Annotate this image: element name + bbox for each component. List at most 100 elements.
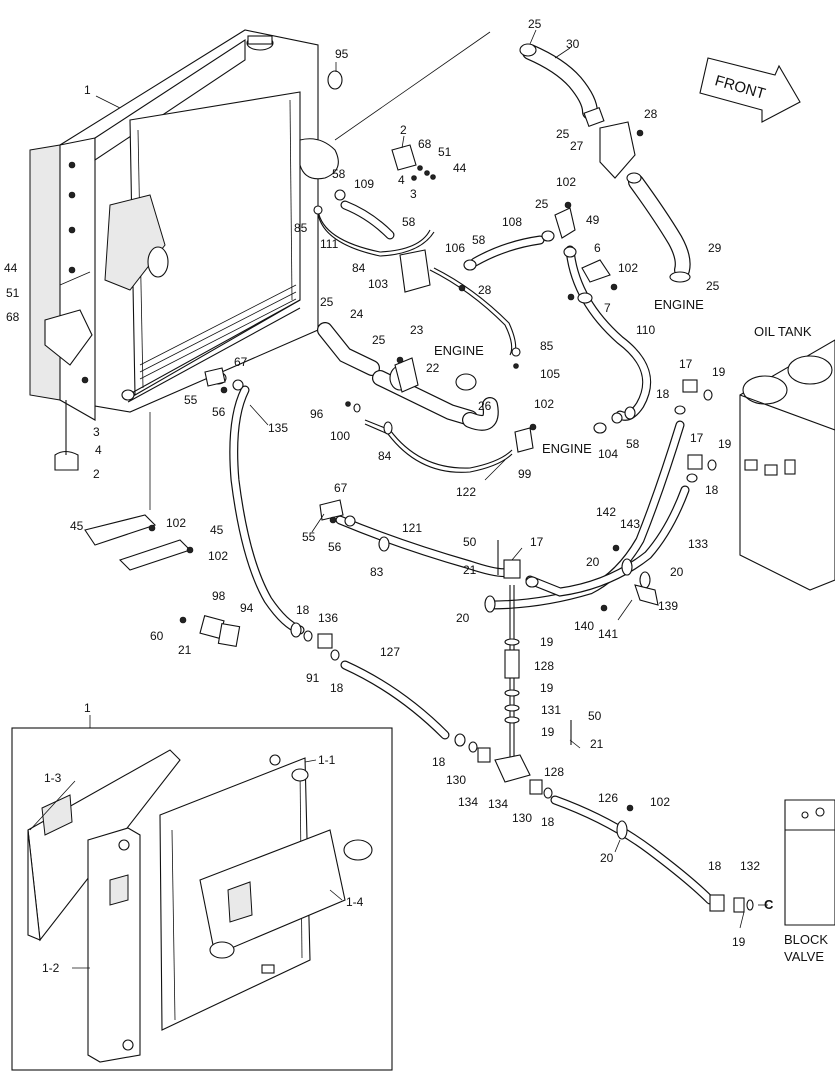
callout: 20 — [670, 565, 684, 579]
callout: 109 — [354, 177, 374, 191]
callout: 25 — [706, 279, 720, 293]
block-valve-label-line1: BLOCK — [784, 932, 828, 947]
callout: 18 — [708, 859, 722, 873]
callout: 128 — [534, 659, 554, 673]
callout: 4 — [398, 173, 405, 187]
callout: 134 — [458, 795, 478, 809]
callout: 130 — [512, 811, 532, 825]
callout: 19 — [541, 725, 555, 739]
callout: 126 — [598, 791, 618, 805]
callout: 20 — [586, 555, 600, 569]
callout: 25 — [535, 197, 549, 211]
callout: 132 — [740, 859, 760, 873]
callout: 102 — [166, 516, 186, 530]
callout: 100 — [330, 429, 350, 443]
callout: 136 — [318, 611, 338, 625]
callout: 56 — [328, 540, 342, 554]
callout: 105 — [540, 367, 560, 381]
callout: 19 — [540, 635, 554, 649]
callout: 108 — [502, 215, 522, 229]
callout: 19 — [540, 681, 554, 695]
callout: 22 — [426, 361, 440, 375]
callout: 94 — [240, 601, 254, 615]
callout: 110 — [636, 323, 655, 337]
front-arrow: FRONT — [699, 57, 801, 123]
callout: 45 — [210, 523, 224, 537]
callout: 85 — [294, 221, 308, 235]
oil-tank — [739, 339, 835, 591]
reference-c-label: C — [764, 897, 774, 912]
callout: 4 — [95, 443, 102, 457]
callout: 131 — [541, 703, 561, 717]
callout: 67 — [234, 355, 248, 369]
callout: 85 — [540, 339, 554, 353]
callout: 24 — [350, 307, 364, 321]
callout: 3 — [410, 187, 417, 201]
callout: 21 — [590, 737, 604, 751]
engine-label-top: ENGINE — [654, 297, 704, 312]
callout: 111 — [320, 237, 339, 251]
callout: 91 — [306, 671, 320, 685]
callout: 56 — [212, 405, 226, 419]
callout: 21 — [463, 563, 477, 577]
callout: 18 — [541, 815, 555, 829]
callout: 128 — [544, 765, 564, 779]
callout: 44 — [453, 161, 467, 175]
callout: 55 — [184, 393, 198, 407]
callout: 84 — [352, 261, 366, 275]
callout: 28 — [644, 107, 658, 121]
callout: 95 — [335, 47, 349, 61]
callout: 44 — [4, 261, 18, 275]
callout: 21 — [178, 643, 192, 657]
callout: 17 — [530, 535, 544, 549]
leader-lines — [29, 29, 768, 969]
callout: 58 — [472, 233, 486, 247]
engine-label-middle: ENGINE — [434, 343, 484, 358]
callout: 140 — [574, 619, 594, 633]
callout: 103 — [368, 277, 388, 291]
callout: 84 — [378, 449, 392, 463]
callout: 1-3 — [44, 771, 62, 785]
callout: 3 — [93, 425, 100, 439]
callout: 102 — [618, 261, 638, 275]
callout: 49 — [586, 213, 600, 227]
callout: 135 — [268, 421, 288, 435]
callout: 18 — [656, 387, 670, 401]
callout: 60 — [150, 629, 164, 643]
callout: 29 — [708, 241, 722, 255]
callout: 102 — [650, 795, 670, 809]
inset-component-breakdown — [11, 715, 393, 1071]
callout: 139 — [658, 599, 678, 613]
fittings — [84, 43, 754, 913]
callout: 2 — [93, 467, 100, 481]
callout: 51 — [438, 145, 452, 159]
callout: 18 — [330, 681, 344, 695]
callout: 25 — [320, 295, 334, 309]
callout: 26 — [478, 399, 492, 413]
callout: 102 — [534, 397, 554, 411]
callout: 102 — [208, 549, 228, 563]
callout: 1-1 — [318, 753, 336, 767]
callout: 28 — [478, 283, 492, 297]
callout: 106 — [445, 241, 465, 255]
callout: 1 — [84, 83, 91, 97]
callout: 122 — [456, 485, 476, 499]
callout: 17 — [679, 357, 693, 371]
callout: 20 — [456, 611, 470, 625]
callout: 23 — [410, 323, 424, 337]
callout: 134 — [488, 797, 508, 811]
callout: 1-4 — [346, 895, 364, 909]
callout: 50 — [588, 709, 602, 723]
callout: 68 — [418, 137, 432, 151]
radiator-assembly — [29, 29, 339, 471]
callout: 45 — [70, 519, 84, 533]
callout: 67 — [334, 481, 348, 495]
callout: 19 — [712, 365, 726, 379]
callout: 141 — [598, 627, 618, 641]
callout: 50 — [463, 535, 477, 549]
oil-tank-label: OIL TANK — [754, 324, 812, 339]
callout: 96 — [310, 407, 324, 421]
callout: 55 — [302, 530, 316, 544]
callout: 18 — [296, 603, 310, 617]
